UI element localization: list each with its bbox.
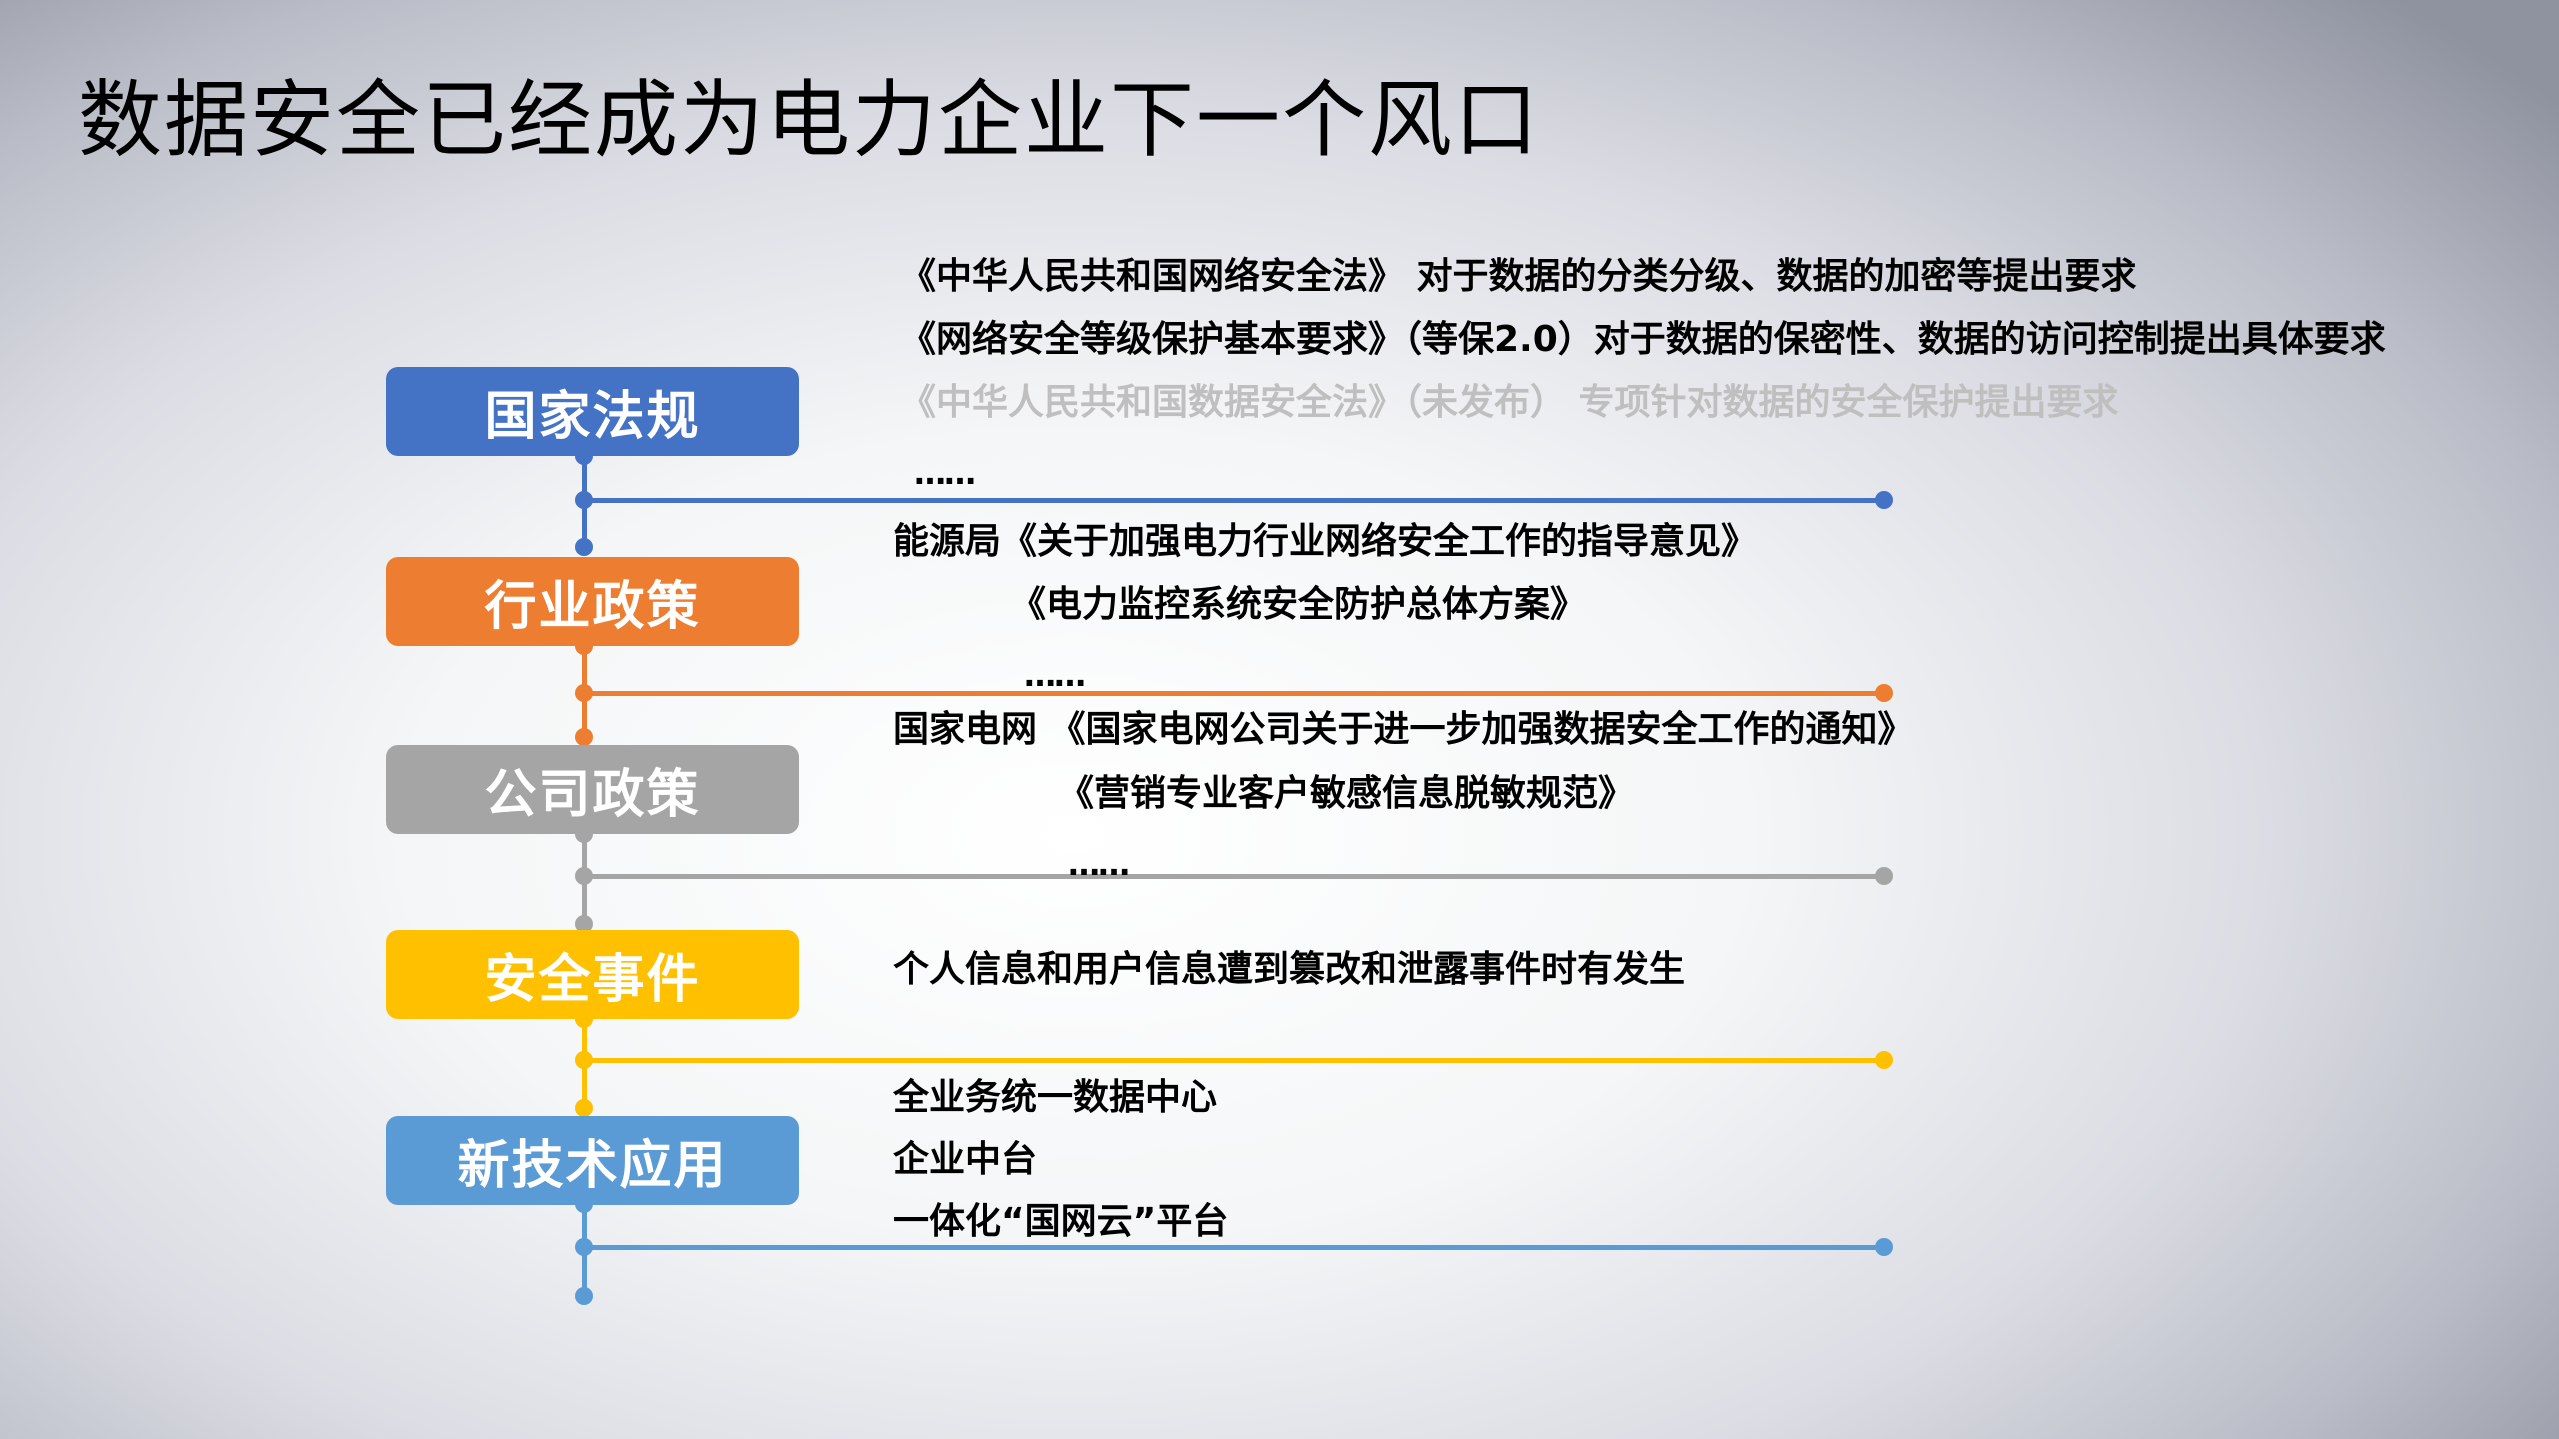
connector-dot	[575, 1010, 593, 1028]
ellipsis: ……	[1024, 656, 1086, 694]
category-box-new-tech: 新技术应用	[386, 1116, 799, 1205]
connector-dot	[575, 728, 593, 746]
regulation-text: 《中华人民共和国网络安全法》 对于数据的分类分级、数据的加密等提出要求	[900, 256, 2137, 297]
connector-dot	[575, 447, 593, 465]
category-box-industry-policy: 行业政策	[386, 557, 799, 646]
category-label: 行业政策	[484, 577, 701, 637]
ellipsis: ……	[914, 454, 976, 492]
connector-dot	[575, 1195, 593, 1213]
branch-end-dot	[1875, 1051, 1893, 1069]
branch-line	[584, 1058, 1884, 1063]
connector-dot	[575, 538, 593, 556]
connector-dot	[575, 915, 593, 933]
category-label: 新技术应用	[457, 1136, 728, 1196]
branch-line	[584, 1245, 1884, 1250]
branch-line	[584, 498, 1884, 503]
branch-end-dot	[1875, 684, 1893, 702]
category-label: 国家法规	[484, 387, 701, 447]
category-box-company-policy: 公司政策	[386, 745, 799, 834]
branch-line	[584, 691, 1884, 696]
branch-end-dot	[1875, 867, 1893, 885]
new-tech-text: 企业中台	[893, 1139, 1038, 1180]
connector-dot	[575, 1099, 593, 1117]
page-title: 数据安全已经成为电力企业下一个风口	[78, 71, 1541, 169]
connector-dot	[575, 825, 593, 843]
regulation-text-unpublished: 《中华人民共和国数据安全法》（未发布） 专项针对数据的安全保护提出要求	[900, 382, 2119, 423]
company-policy-text: 国家电网 《国家电网公司关于进一步加强数据安全工作的通知》	[893, 709, 1914, 750]
category-box-national-regulations: 国家法规	[386, 367, 799, 456]
new-tech-text: 一体化“国网云”平台	[893, 1201, 1229, 1242]
branch-end-dot	[1875, 491, 1893, 509]
policy-text: 《电力监控系统安全防护总体方案》	[1010, 584, 1587, 625]
ellipsis: ……	[1068, 845, 1130, 883]
company-policy-text: 《营销专业客户敏感信息脱敏规范》	[1058, 773, 1635, 814]
category-label: 公司政策	[484, 765, 701, 825]
connector-dot	[575, 1287, 593, 1305]
incident-text: 个人信息和用户信息遭到篡改和泄露事件时有发生	[893, 949, 1686, 990]
connector-dot	[575, 637, 593, 655]
new-tech-text: 全业务统一数据中心	[893, 1077, 1218, 1118]
branch-line	[584, 874, 1884, 879]
category-label: 安全事件	[484, 950, 701, 1010]
category-box-security-incidents: 安全事件	[386, 930, 799, 1019]
branch-end-dot	[1875, 1238, 1893, 1256]
regulation-text: 《网络安全等级保护基本要求》（等保2.0）对于数据的保密性、数据的访问控制提出具…	[900, 319, 2386, 360]
policy-text: 能源局《关于加强电力行业网络安全工作的指导意见》	[893, 521, 1758, 562]
